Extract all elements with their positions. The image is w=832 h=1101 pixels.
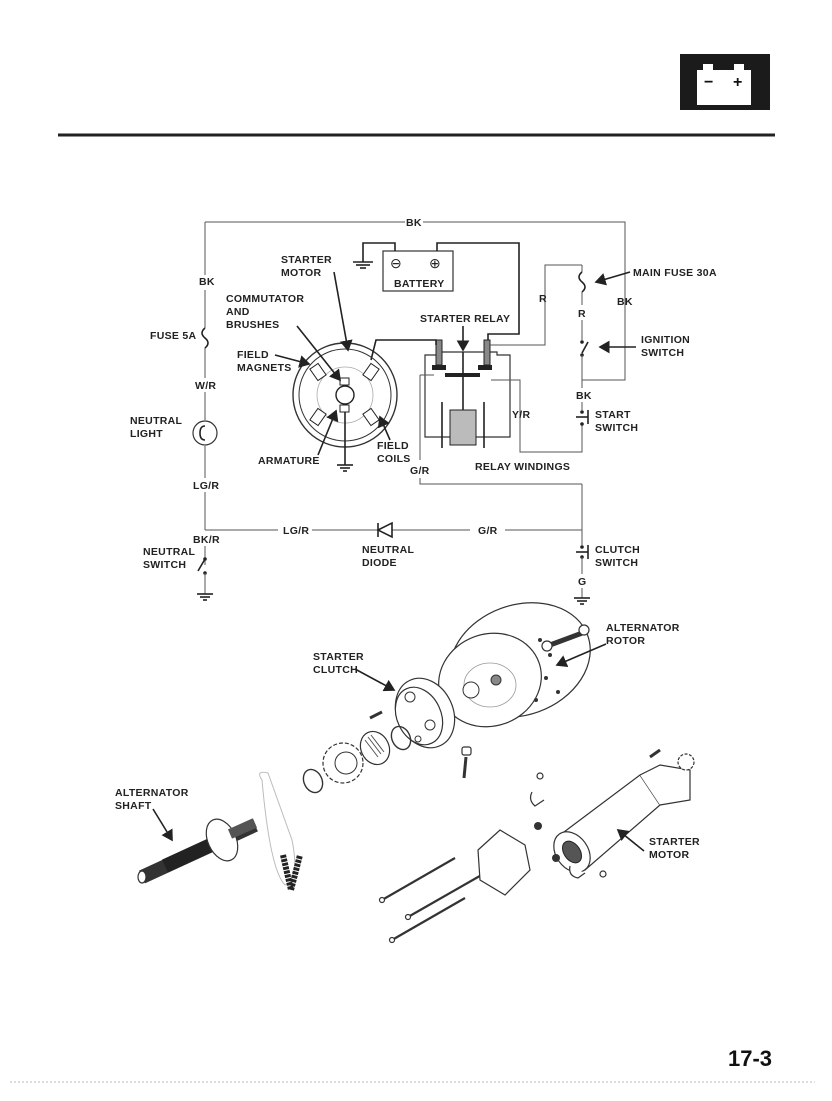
wire-label-lg-r-horizontal: LG/R <box>283 525 309 537</box>
neutral-switch-label-1: NEUTRAL <box>143 546 196 558</box>
clutch-switch-label-2: SWITCH <box>595 557 638 569</box>
wire-label-lg-r-vertical: LG/R <box>193 480 219 492</box>
field-magnets-arrow <box>274 354 311 368</box>
battery-plus-icon: + <box>733 74 742 91</box>
starter-motor <box>553 748 695 873</box>
alternator-rotor <box>438 602 591 728</box>
neutral-diode-icon <box>376 521 393 539</box>
field-magnets-label-1: FIELD <box>237 349 269 361</box>
starter-motor-arrow <box>333 271 353 352</box>
starter-clutch-label-1: STARTER <box>313 651 364 663</box>
commutator-label-1: COMMUTATOR <box>226 293 304 305</box>
starter-motor-label-1: STARTER <box>281 254 332 266</box>
wire-label-g-r-relay: G/R <box>410 465 430 477</box>
neutral-light-label-2: LIGHT <box>130 428 163 440</box>
relay-windings-label: RELAY WINDINGS <box>475 461 570 473</box>
retaining-ring <box>390 725 412 751</box>
wire-label-y-r: Y/R <box>512 409 531 421</box>
neutral-light-bulb-icon <box>192 420 218 446</box>
wire-bk-top <box>205 221 626 381</box>
ignition-switch-label-1: IGNITION <box>641 334 690 346</box>
field-coils-label-1: FIELD <box>377 440 409 452</box>
commutator-arrow <box>296 325 341 382</box>
fuse-5a-label: FUSE 5A <box>150 330 197 342</box>
alternator-rotor-arrow <box>555 643 607 668</box>
wire-y-r <box>491 379 583 453</box>
neutral-light-label-1: NEUTRAL <box>130 415 183 427</box>
neutral-switch-label-2: SWITCH <box>143 559 186 571</box>
ground-icon <box>574 597 590 605</box>
commutator-label-2: AND <box>226 306 250 318</box>
wire-r-left <box>490 264 582 346</box>
starter-motor-label-2: MOTOR <box>281 267 322 279</box>
ignition-switch-label-2: SWITCH <box>641 347 684 359</box>
alternator-shaft-arrow <box>152 808 173 842</box>
alternator-rotor-label-2: ROTOR <box>606 635 645 647</box>
needle-bearing <box>359 730 391 766</box>
battery-positive-terminal-icon: ⊕ <box>429 255 441 271</box>
cam-chain <box>259 771 296 886</box>
starter-relay-label: STARTER RELAY <box>420 313 510 325</box>
starter-clutch <box>369 677 472 779</box>
wire-g-r-relay <box>419 375 582 485</box>
wire-label-g: G <box>578 576 586 588</box>
starter-end-cover <box>477 829 531 896</box>
starter-brushes <box>529 772 607 879</box>
field-coils-arrow <box>377 415 391 441</box>
battery-label: BATTERY <box>394 278 445 290</box>
starter-motor-exploded-arrow <box>616 828 645 852</box>
starter-clutch-arrow <box>354 668 396 692</box>
starter-motor-cross-section <box>292 339 437 465</box>
neutral-switch-symbol <box>197 558 206 572</box>
wire-label-bk-top: BK <box>406 217 422 229</box>
wire-label-bk-start: BK <box>576 390 592 402</box>
start-switch-label-2: SWITCH <box>595 422 638 434</box>
armature-label: ARMATURE <box>258 455 320 467</box>
starter-clutch-label-2: CLUTCH <box>313 664 358 676</box>
wire-label-bk-r: BK/R <box>193 534 220 546</box>
battery-symbol: ⊖ ⊕ BATTERY <box>382 250 454 292</box>
alternator-rotor-label-1: ALTERNATOR <box>606 622 680 634</box>
starter-motor-exploded-label-1: STARTER <box>649 836 700 848</box>
wiring-diagram: BK BK FUSE 5A W/R NEUTRAL LIGHT LG/R BK/… <box>130 217 717 605</box>
page-number: 17-3 <box>728 1046 772 1071</box>
alternator-shaft-label-1: ALTERNATOR <box>115 787 189 799</box>
starter-through-bolts <box>378 857 486 944</box>
start-switch-label-1: START <box>595 409 631 421</box>
main-fuse-symbol <box>578 271 586 293</box>
ground-icon <box>353 261 373 269</box>
field-coils-label-2: COILS <box>377 453 411 465</box>
armature-arrow <box>317 409 339 456</box>
driven-sprocket <box>322 742 364 784</box>
ground-icon <box>197 593 213 601</box>
exploded-view: ALTERNATOR ROTOR STARTER CLUTCH <box>115 602 700 944</box>
starter-relay-symbol <box>424 339 511 448</box>
neutral-diode-label-1: NEUTRAL <box>362 544 415 556</box>
clutch-switch-label-1: CLUTCH <box>595 544 640 556</box>
starter-motor-exploded-label-2: MOTOR <box>649 849 690 861</box>
wire-label-bk-left: BK <box>199 276 215 288</box>
battery-section-icon: − + <box>680 54 770 110</box>
wire-battery <box>362 242 520 340</box>
commutator-label-3: BRUSHES <box>226 319 279 331</box>
neutral-diode-label-2: DIODE <box>362 557 397 569</box>
fuse-5a-symbol <box>201 327 209 349</box>
wire-label-g-r-horizontal: G/R <box>478 525 498 537</box>
battery-minus-icon: − <box>704 74 713 91</box>
bulb-filament <box>199 425 206 441</box>
battery-negative-terminal-icon: ⊖ <box>390 255 402 271</box>
alternator-shaft-label-2: SHAFT <box>115 800 152 812</box>
ignition-switch-symbol <box>581 341 589 354</box>
main-fuse-label: MAIN FUSE 30A <box>633 267 717 279</box>
main-fuse-arrow <box>594 271 631 286</box>
washer <box>302 768 324 794</box>
ground-icon <box>337 464 353 472</box>
field-magnets-label-2: MAGNETS <box>237 362 292 374</box>
wire-label-r-right: R <box>578 308 586 320</box>
wire-label-bk-right: BK <box>617 296 633 308</box>
alternator-shaft <box>137 818 258 884</box>
wire-label-w-r: W/R <box>195 380 216 392</box>
wire-label-r-left: R <box>539 293 547 305</box>
